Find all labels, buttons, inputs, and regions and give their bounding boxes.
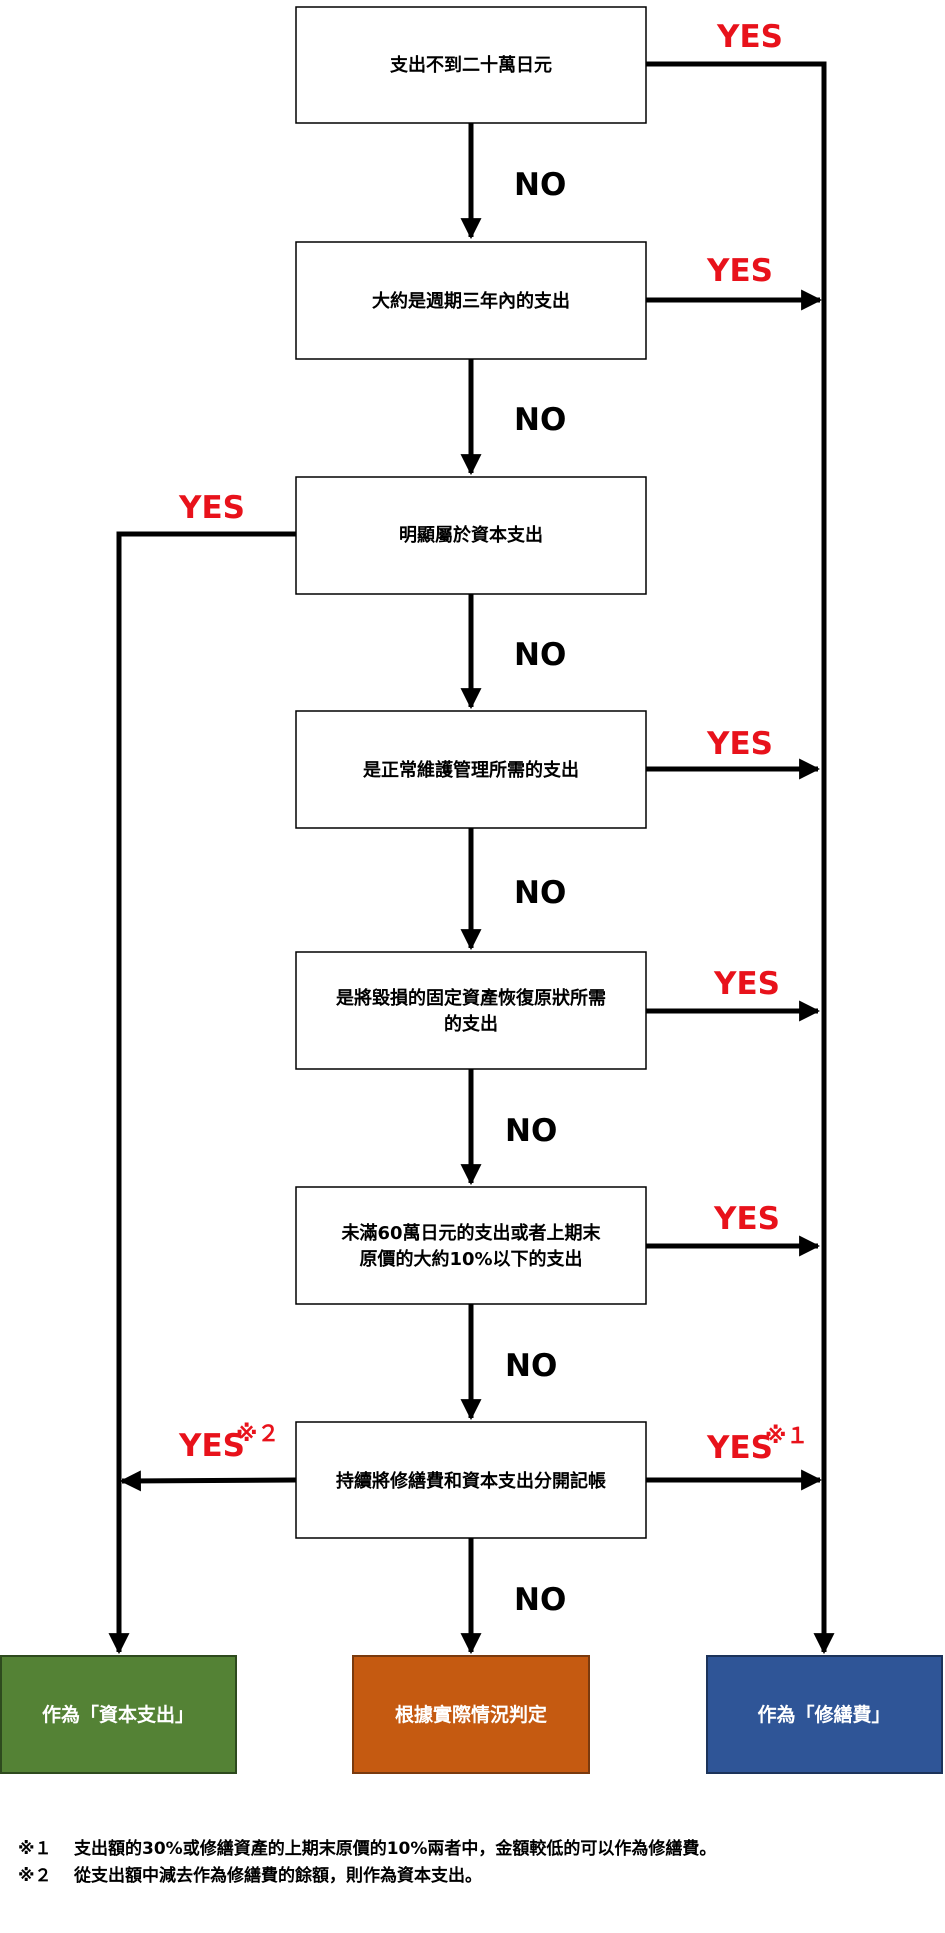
decision-text-2: 大約是週期三年內的支出: [372, 290, 570, 312]
decision-text-4: 是正常維護管理所需的支出: [362, 759, 579, 781]
yes-label-3: YES: [178, 490, 245, 526]
decision-box-4: 是正常維護管理所需的支出: [295, 710, 647, 829]
footnote-1-text: 支出額的30%或修繕資產的上期末原價的10%兩者中，金額較低的可以作為修繕費。: [74, 1839, 717, 1859]
yes-label-7-right: YES: [706, 1430, 773, 1466]
result-judge-box: 根據實際情況判定: [352, 1655, 590, 1774]
yes-label-6: YES: [713, 1201, 780, 1237]
result-capital-text: 作為「資本支出」: [42, 1703, 194, 1726]
flowchart: 支出不到二十萬日元 大約是週期三年內的支出 明顯屬於資本支出 是正常維護管理所需…: [0, 6, 943, 1774]
note-mark-1-label: ※１: [765, 1424, 808, 1449]
decision-box-2: 大約是週期三年內的支出: [295, 241, 647, 360]
no-label-4: NO: [514, 875, 566, 911]
result-judge-text: 根據實際情況判定: [395, 1703, 547, 1726]
decision-box-1: 支出不到二十萬日元: [295, 6, 647, 124]
result-repair-text: 作為「修繕費」: [757, 1703, 890, 1726]
footnote-1-mark: ※１: [18, 1839, 52, 1859]
decision-box-7: 持續將修繕費和資本支出分開記帳: [295, 1421, 647, 1539]
decision-text-7: 持續將修繕費和資本支出分開記帳: [336, 1470, 606, 1492]
footnote-2-text: 從支出額中減去作為修繕費的餘額，則作為資本支出。: [74, 1866, 482, 1886]
no-label-1: NO: [514, 167, 566, 203]
note-mark-2-label: ※２: [236, 1422, 279, 1447]
footnote-2-mark: ※２: [18, 1866, 52, 1886]
decision-text-6-line-1: 未滿60萬日元的支出或者上期末: [341, 1222, 601, 1244]
decision-box-5: 是將毀損的固定資產恢復原狀所需 的支出: [295, 951, 647, 1070]
yes-label-2: YES: [706, 253, 773, 289]
result-capital-box: 作為「資本支出」: [0, 1655, 237, 1774]
yes-label-4: YES: [706, 726, 773, 762]
decision-box-3: 明顯屬於資本支出: [295, 476, 647, 595]
result-repair-box: 作為「修繕費」: [706, 1655, 943, 1774]
connectors: [108, 61, 835, 1655]
footnote-1: ※１ 支出額的30%或修繕資產的上期末原價的10%兩者中，金額較低的可以作為修繕費…: [18, 1836, 716, 1863]
decision-box-6: 未滿60萬日元的支出或者上期末 原價的大約10%以下的支出: [295, 1186, 647, 1305]
footnotes: ※１ 支出額的30%或修繕資產的上期末原價的10%兩者中，金額較低的可以作為修繕費…: [18, 1836, 716, 1890]
decision-text-3: 明顯屬於資本支出: [399, 524, 543, 546]
no-label-5: NO: [505, 1113, 557, 1149]
yes-label-1: YES: [716, 19, 783, 55]
yes-label-5: YES: [713, 966, 780, 1002]
footnote-2: ※２ 從支出額中減去作為修繕費的餘額，則作為資本支出。: [18, 1863, 716, 1890]
no-label-6: NO: [505, 1348, 557, 1384]
left-trunk-line: [108, 531, 296, 1655]
no-label-7: NO: [514, 1582, 566, 1618]
no-label-3: NO: [514, 637, 566, 673]
decision-text-6-line-2: 原價的大約10%以下的支出: [359, 1248, 582, 1270]
decision-text-5-line-1: 是將毀損的固定資產恢復原狀所需: [335, 987, 606, 1009]
decision-text-1: 支出不到二十萬日元: [389, 54, 552, 76]
yes-arrow-7-left: [119, 1470, 297, 1492]
right-trunk-line: [646, 61, 835, 1655]
no-label-2: NO: [514, 402, 566, 438]
yes-label-7-left: YES: [178, 1428, 245, 1464]
decision-text-5-line-2: 的支出: [444, 1013, 498, 1035]
